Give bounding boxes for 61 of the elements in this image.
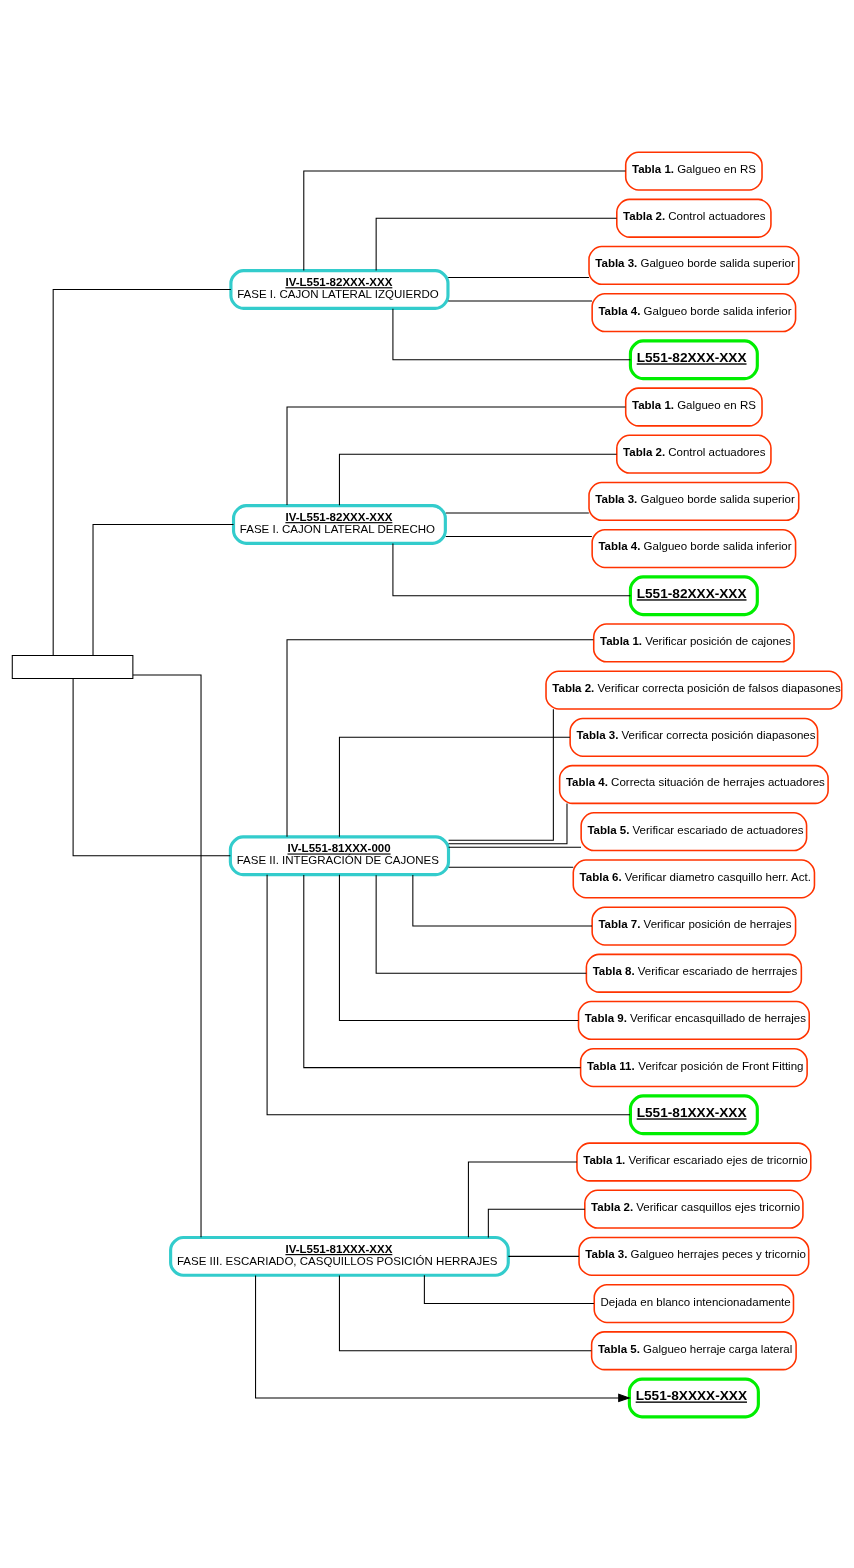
- connector: [412, 873, 593, 927]
- connector: [447, 276, 590, 278]
- connector: [487, 1208, 586, 1238]
- node-box: IV-L551-82XXX-XXX FASE I. CAJON LATERAL IZQUIERDO: [229, 268, 450, 310]
- node-box: Tabla 2. Control actuadores: [616, 434, 772, 474]
- connector: [375, 874, 587, 974]
- node-box: Tabla 3. Galgueo borde salida superior: [588, 245, 800, 285]
- node-box: Tabla 4. Galgueo borde salida inferior: [591, 292, 797, 332]
- connector: [448, 866, 574, 868]
- node-box: Tabla 1. Galgueo en RS: [624, 386, 763, 427]
- connector: [338, 1274, 592, 1351]
- node-box: Tabla 2. Verificar casquillos ejes tricornio: [584, 1189, 804, 1229]
- connector: [338, 453, 618, 506]
- node-box: [11, 654, 134, 679]
- node-box: Tabla 7. Verificar posición de herrajes: [591, 905, 797, 946]
- connector: [72, 677, 231, 856]
- connector: [392, 542, 631, 596]
- node-box: Dejada en blanco intencionadamente: [593, 1283, 795, 1323]
- node-box: Tabla 2. Verificar correcta posición de falsos diapasones: [545, 669, 843, 710]
- connector: [448, 708, 554, 841]
- connector: [303, 170, 626, 271]
- node-box: Tabla 5. Verificar escariado de actuadores: [580, 811, 808, 851]
- node-box: IV-L551-82XXX-XXX FASE I. CAJON LATERAL DERECHO: [231, 503, 447, 545]
- connector: [52, 288, 232, 656]
- node-box: Tabla 3. Galgueo herrajes peces y tricornio: [578, 1236, 810, 1276]
- connector: [375, 217, 618, 271]
- connector: [303, 873, 582, 1068]
- node-box: Tabla 8. Verificar escariado de herrrajes: [585, 953, 803, 993]
- node-box: IV-L551-81XXX-XXX FASE III. ESCARIADO, CASQUILLOS POSICIÓN HERRAJES: [169, 1235, 510, 1277]
- connector: [92, 523, 235, 656]
- node-box: Tabla 11. Verifcar posición de Front Fitting: [579, 1047, 808, 1087]
- node-box: Tabla 1. Galgueo en RS: [624, 150, 763, 191]
- node-box: L551-81XXX-XXX: [628, 1093, 759, 1135]
- node-box: IV-L551-81XXX-000 FASE II. INTEGRACIÓN DE CAJONES: [228, 834, 451, 876]
- connector: [286, 405, 626, 506]
- node-box: Tabla 5. Galgueo herraje carga lateral: [590, 1330, 797, 1370]
- node-box: Tabla 2. Control actuadores: [616, 198, 772, 238]
- connector: [286, 638, 594, 837]
- connector: [392, 307, 631, 360]
- node-box: Tabla 6. Verificar diametro casquillo herr. Act.: [572, 858, 816, 899]
- arrow: [255, 1274, 631, 1402]
- connector: [423, 1274, 595, 1304]
- node-box: Tabla 4. Correcta situación de herrajes actuadores: [558, 764, 829, 804]
- node-box: Tabla 4. Galgueo borde salida inferior: [591, 528, 797, 568]
- connector: [448, 802, 568, 844]
- node-box: L551-82XXX-XXX: [628, 338, 759, 380]
- node-box: L551-82XXX-XXX: [628, 574, 759, 616]
- connector: [448, 846, 582, 848]
- connector: [445, 535, 593, 537]
- connector: [132, 673, 202, 1238]
- node-box: Tabla 1. Verificar escariado ejes de tricornio: [576, 1141, 812, 1182]
- connector: [467, 1160, 578, 1238]
- connector: [507, 1255, 580, 1257]
- connector: [266, 873, 631, 1115]
- connector: [338, 873, 579, 1021]
- node-box: Tabla 1. Verificar posición de cajones: [592, 622, 795, 663]
- connector: [338, 736, 571, 837]
- node-box: Tabla 3. Galgueo borde salida superior: [588, 481, 800, 521]
- node-box: Tabla 3. Verificar correcta posición diapasones: [569, 717, 819, 757]
- node-box: Tabla 9. Verificar encasquillado de herrajes: [577, 1000, 810, 1040]
- node-box: L551-8XXXX-XXX: [627, 1377, 760, 1418]
